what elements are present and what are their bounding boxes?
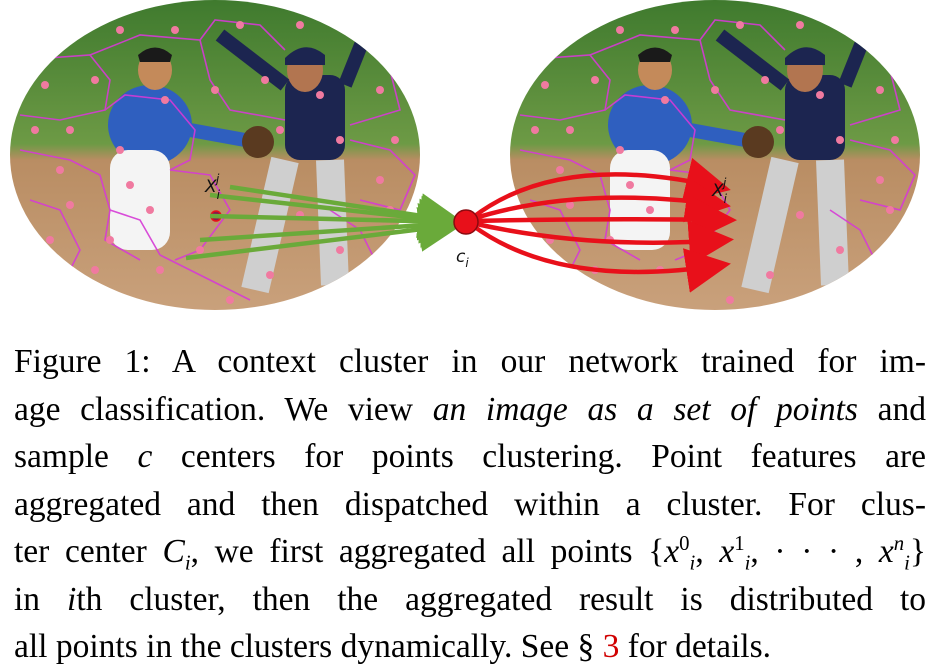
left-image-panel [10, 0, 420, 310]
right-image-panel [510, 0, 920, 310]
emphasis-text: an image as a set of points [432, 390, 858, 428]
fielder-player [108, 47, 274, 250]
caption-line: Figure 1: A context cluster in our netwo… [14, 343, 926, 380]
runner-player [215, 29, 372, 294]
caption-line: aggregated and then dispatched within a … [14, 485, 926, 523]
caption-line: age classification. We view an image as … [14, 390, 926, 428]
caption-line: ter center Ci, we first aggregated all p… [14, 531, 927, 575]
cluster-center-node [453, 209, 479, 235]
right-point-label: Xij [711, 176, 728, 206]
dispatch-arrows [470, 157, 737, 293]
caption-line: sample c centers for points clustering. … [14, 438, 927, 475]
figure-caption: Figure 1: A context cluster in our netwo… [14, 338, 926, 671]
caption-line: in ith cluster, then the aggregated resu… [14, 580, 926, 618]
section-reference-link[interactable]: 3 [602, 628, 620, 665]
left-point-label: Xij [204, 172, 221, 202]
figure-label: Figure 1: [14, 343, 151, 380]
aggregate-arrows [185, 184, 464, 261]
center-label: ci [456, 247, 469, 270]
caption-line: all points in the clusters dynamically. … [14, 628, 771, 665]
figure-illustration: Xij ci Xij [10, 0, 920, 310]
